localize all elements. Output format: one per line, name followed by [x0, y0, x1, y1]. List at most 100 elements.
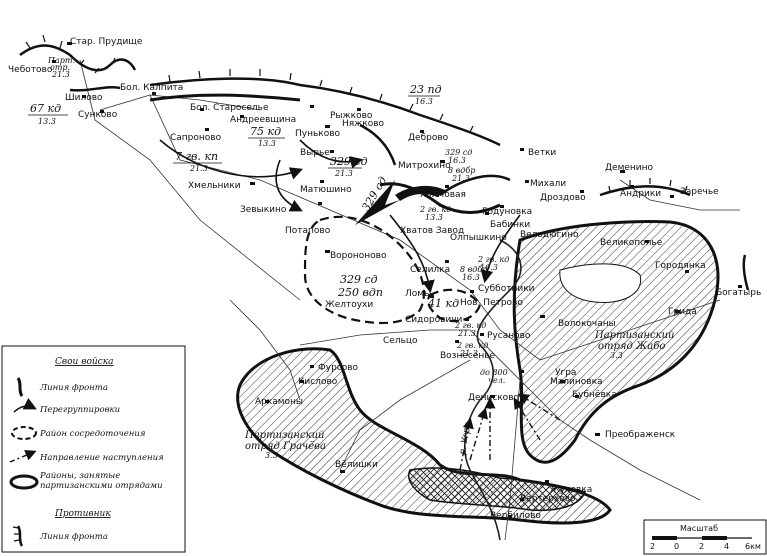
unit-8vdbr-date: 21.3 [451, 174, 470, 183]
river-ugra [464, 239, 522, 541]
unit-41kd: 41 кд [427, 297, 459, 310]
label-star-prudishche: Стар. Прудище [70, 37, 143, 47]
label-drozdovo: Дроздово [540, 193, 586, 203]
scale-tick-3: 4 [724, 542, 729, 551]
label-rusanovo: Русаново [487, 331, 531, 341]
label-sidorovichi: Сидоровичи [405, 315, 463, 325]
unit-329sd: 329 сд [330, 155, 368, 168]
settlement-markers [52, 42, 742, 518]
label-kislovo: Кислово [298, 377, 338, 387]
unit-2gvkd-c-date: 21.3 [457, 329, 476, 338]
label-sunkovo: Сунково [78, 110, 118, 120]
unit-2gvkd-c: 2 гв. кд [454, 321, 486, 330]
unit-partisan-detachment-2: отр. [50, 63, 70, 72]
enemy-front-lines [19, 44, 750, 291]
label-deniskovo: Денисково [468, 393, 519, 403]
settlement-labels: Стар. Прудище Чеботово Шилово Сунково Бо… [8, 37, 761, 521]
label-verterkhovo: Вертерхово [520, 494, 576, 504]
label-olpyshkino: Олпышкино [450, 233, 507, 243]
label-chebotovo: Чеботово [8, 65, 53, 75]
unit-23pd-date: 16.3 [415, 97, 433, 106]
regrouping-arrows [159, 139, 521, 294]
label-river-ugra: р. Угра [458, 421, 474, 456]
label-nyazhkovo: Няжково [342, 119, 385, 129]
unit-2gvkd-b: 2 гв. кд [477, 255, 509, 264]
unit-250vdp: 250 вдп [337, 286, 383, 299]
concentration-areas [303, 215, 482, 325]
label-ugra: Угра [555, 368, 576, 378]
legend-attack-icon [9, 450, 37, 463]
scale-bar: Масштаб 2 0 2 4 6км [643, 519, 767, 555]
partisan-grachev-l1: Партизанский [244, 430, 324, 441]
legend-attack: Направление наступления [39, 453, 164, 463]
label-selilka: Селилка [410, 265, 450, 275]
unit-800-suffix: чел. [488, 376, 505, 385]
unit-67kd-date: 13.3 [38, 117, 56, 126]
partisan-grachev-date: 3.3 [265, 451, 278, 460]
label-babinki: Бабинки [490, 220, 530, 230]
label-vyrye: Вырье [300, 148, 330, 158]
label-mikhali: Михали [530, 179, 566, 189]
unit-2gvkd-d-date: 21.3 [459, 349, 478, 358]
unit-67kd: 67 кд [30, 102, 61, 115]
unit-2gvkd-b-date: 16.3 [480, 263, 498, 272]
label-andriki: Андрики [620, 189, 661, 199]
label-preobrazhensk: Преображенск [605, 430, 676, 440]
label-lomy: Ломы [405, 289, 431, 299]
unit-75kd-date: 13.3 [258, 139, 276, 148]
label-voronovo: Ворононово [330, 251, 387, 261]
scale-title: Масштаб [680, 524, 718, 533]
label-zheltoukhi: Желтоухи [325, 300, 373, 310]
label-godunovka: Годуновка [482, 207, 532, 217]
legend-concentration-icon [11, 426, 37, 440]
enemy-front-ticks [25, 34, 688, 193]
scale-tick-1: 0 [674, 542, 679, 551]
legend-regroup-icon [13, 397, 37, 413]
legend-enemy-title: Противник [54, 509, 111, 519]
label-zarechye: Заречье [680, 187, 719, 197]
partisan-zhabo-date: 3.3 [610, 351, 623, 360]
label-ryzhkovo: Рыжково [330, 111, 373, 121]
unit-partisan-detachment: Парт. [47, 56, 75, 65]
label-shilovo: Шилово [65, 93, 103, 103]
unit-329sd-b: 329 сд [445, 148, 472, 157]
label-kholmovaya: Холмовая [420, 190, 466, 200]
unit-75kd: 75 кд [250, 125, 281, 138]
label-mitrokhino: Митрохино [398, 161, 451, 171]
label-demenino: Деменино [605, 163, 654, 173]
label-debrovo: Деброво [408, 133, 449, 143]
scale-tick-0: 2 [650, 542, 655, 551]
unit-labels: 67 кд 13.3 75 кд 13.3 7 гв. кп 21.3 329 … [28, 56, 509, 385]
label-khvatov-zavod: Хватов Завод [400, 226, 464, 236]
partisan-labels: Партизанский отряд Жабо 3.3 Партизанский… [244, 330, 674, 460]
label-zevykino: Зевыкино [240, 205, 287, 215]
label-volokochany: Волокочаны [558, 319, 616, 329]
legend-partisan-areas-l1: Районы, занятые [39, 471, 120, 481]
label-bol-kalpita: Бол. Калпита [120, 83, 183, 93]
label-verbilovo: Вербилово [490, 511, 541, 521]
unit-329sd-b-date: 16.3 [448, 156, 466, 165]
partisan-grachev-l2: отряд Грачёва [245, 441, 326, 452]
partisan-area-south [408, 467, 586, 512]
unit-7gvkp-date: 21.3 [189, 164, 208, 173]
label-punkovo: Пуньково [295, 129, 341, 139]
unit-329sd-date: 21.3 [334, 169, 353, 178]
label-velishki: Вёлишки [335, 460, 378, 470]
attack-wedge [355, 180, 400, 225]
unit-7gvkp: 7 гв. кп [175, 150, 218, 163]
unit-partisan-detachment-date: 21.3 [51, 70, 70, 79]
label-veldyugino: Вельдюгино [520, 230, 579, 240]
label-bol-staroselye: Бол. Староселье [190, 103, 269, 113]
legend: Свои войска Линия фронта Перегруппировки… [1, 345, 186, 553]
legend-enemy-front-line: Линия фронта [39, 532, 108, 542]
unit-2gvkd-a-date: 13.3 [425, 213, 443, 222]
label-seltso: Сельцо [383, 336, 418, 346]
unit-8vdbr-b: 8 вдбр [460, 265, 487, 274]
unit-8vdbr: 8 вдбр [448, 166, 475, 175]
label-andreevshchina: Андреевщина [230, 115, 296, 125]
partisan-area-northeast [559, 263, 642, 304]
attack-arrows [459, 393, 561, 471]
label-khmelniki: Хмельники [188, 181, 241, 191]
unit-329sd-c: 329 сд [340, 273, 378, 286]
